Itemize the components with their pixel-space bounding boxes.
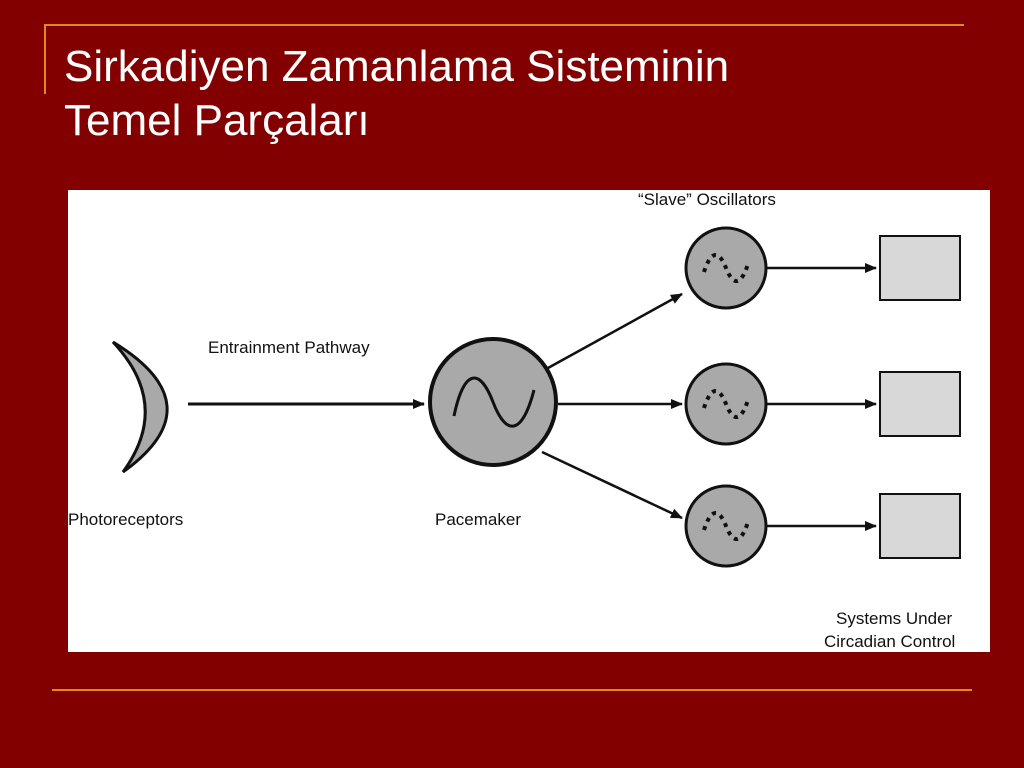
controlled-system-box	[879, 235, 961, 301]
pacemaker-to-oscillator-1-arrow	[547, 292, 683, 370]
circadian-diagram: “Slave” Oscillators Entrainment Pathway …	[68, 190, 990, 652]
systems-under-control-label-line2: Circadian Control	[824, 632, 956, 651]
title-line-2: Temel Parçaları	[64, 96, 370, 145]
pacemaker-to-oscillator-3-arrow	[541, 450, 683, 520]
systems-under-control-label-line1: Systems Under	[836, 609, 953, 628]
diagram-canvas	[111, 226, 961, 568]
slave-oscillator	[684, 362, 768, 446]
slave-oscillator	[684, 484, 768, 568]
slave-oscillator	[684, 226, 768, 310]
slide-title: Sirkadiyen Zamanlama Sisteminin Temel Pa…	[64, 40, 964, 148]
photoreceptor-crescent	[111, 340, 169, 474]
entrainment-pathway-label: Entrainment Pathway	[208, 338, 370, 357]
photoreceptors-label: Photoreceptors	[68, 510, 184, 529]
controlled-system-box	[879, 371, 961, 437]
top-rule	[44, 24, 964, 26]
bottom-rule	[52, 689, 972, 691]
pacemaker-label: Pacemaker	[435, 510, 521, 529]
controlled-system-box	[879, 493, 961, 559]
title-line-1: Sirkadiyen Zamanlama Sisteminin	[64, 42, 730, 91]
slave-oscillators-label: “Slave” Oscillators	[638, 190, 776, 209]
sine-wave-icon	[452, 376, 536, 428]
left-rule	[44, 24, 46, 94]
